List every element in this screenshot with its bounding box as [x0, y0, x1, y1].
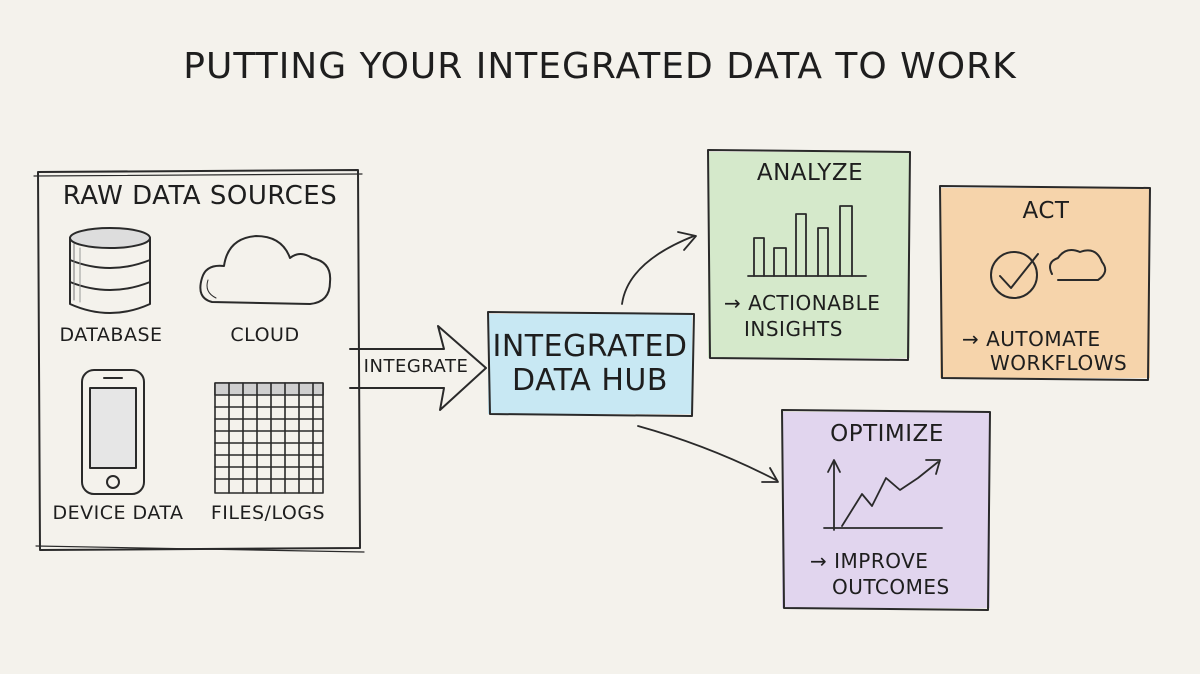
cloud-label: CLOUD [230, 324, 300, 346]
analyze-heading: ANALYZE [756, 160, 864, 186]
database-label: DATABASE [59, 324, 163, 346]
act-line-1: → AUTOMATE [962, 327, 1101, 351]
files-logs-label: FILES/LOGS [210, 502, 326, 524]
database-icon [69, 227, 151, 314]
analyze-box [707, 149, 911, 361]
cloud-icon [199, 235, 332, 305]
act-box [939, 185, 1151, 381]
spreadsheet-icon [214, 382, 324, 494]
optimize-heading: OPTIMIZE [830, 421, 944, 447]
integrate-arrow [349, 325, 487, 411]
act-line-2: WORKFLOWS [990, 351, 1128, 375]
hub-box [487, 311, 695, 417]
analyze-line-1: → ACTIONABLE [724, 291, 881, 315]
optimize-line-1: → IMPROVE [810, 549, 929, 573]
act-heading: ACT [1022, 198, 1070, 224]
check-cloud-icon [990, 249, 1107, 299]
smartphone-icon [81, 369, 145, 495]
bar-chart-icon [747, 205, 867, 277]
integrate-label: INTEGRATE [363, 356, 469, 377]
hub-line-2: DATA HUB [512, 363, 668, 398]
raw-sources-heading: RAW DATA SOURCES [62, 181, 338, 211]
arrow-to-analyze [621, 231, 697, 305]
optimize-box [781, 409, 991, 611]
optimize-line-2: OUTCOMES [832, 575, 950, 599]
trend-up-icon [823, 459, 943, 531]
arrow-to-optimize [637, 425, 779, 483]
analyze-line-2: INSIGHTS [744, 317, 843, 341]
device-data-label: DEVICE DATA [52, 502, 184, 524]
raw-sources-frame [33, 169, 365, 553]
hub-line-1: INTEGRATED [492, 329, 688, 364]
diagram-title: PUTTING YOUR INTEGRATED DATA TO WORK [183, 46, 1017, 87]
